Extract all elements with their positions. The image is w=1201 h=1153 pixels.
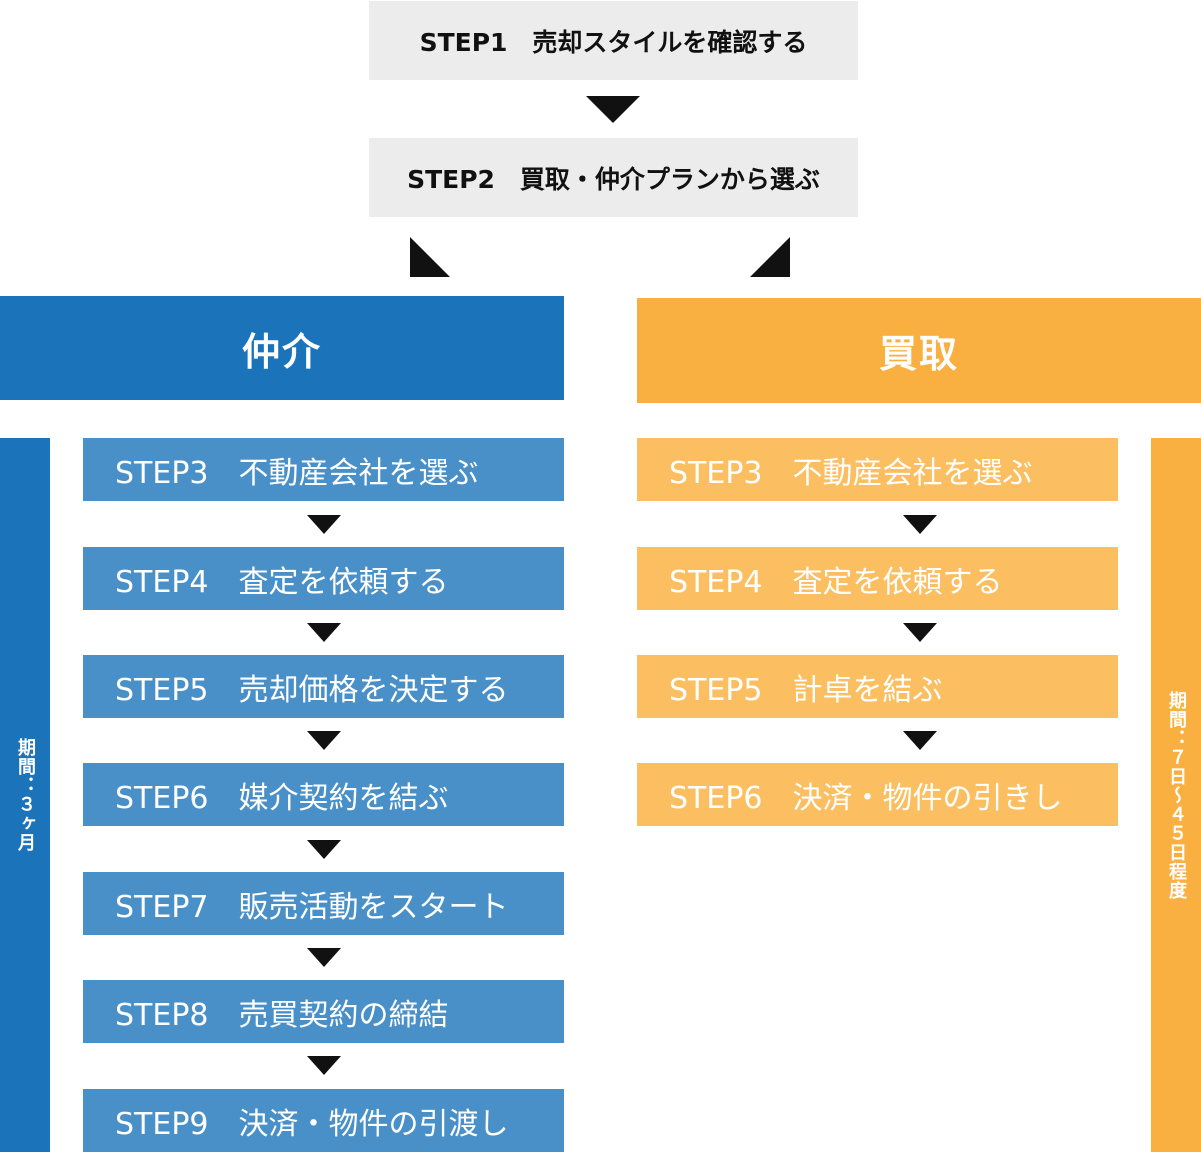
arrow-down-icon — [307, 731, 341, 750]
step1-box: STEP1 売却スタイルを確認する — [369, 1, 858, 80]
arrow-diagonal-right-icon — [750, 237, 790, 277]
arrow-diagonal-left-icon — [410, 237, 450, 277]
chukai-step-8: STEP8 売買契約の締結 — [83, 980, 564, 1043]
kaitori-period-label: 期間：７日〜４５日程度 — [1166, 690, 1187, 900]
chukai-step-3: STEP3 不動産会社を選ぶ — [83, 438, 564, 501]
chukai-step-9: STEP9 決済・物件の引渡し — [83, 1089, 564, 1152]
kaitori-step-6: STEP6 決済・物件の引きし — [637, 763, 1118, 826]
arrow-down-icon — [903, 515, 937, 534]
chukai-step-4: STEP4 査定を依頼する — [83, 547, 564, 610]
chukai-period-bar: 期間：３ヶ月 — [0, 438, 50, 1152]
chukai-step-7: STEP7 販売活動をスタート — [83, 872, 564, 935]
arrow-down-icon — [307, 840, 341, 859]
kaitori-header: 買取 — [637, 298, 1201, 403]
kaitori-step-4: STEP4 査定を依頼する — [637, 547, 1118, 610]
chukai-period-label: 期間：３ヶ月 — [15, 738, 36, 852]
arrow-down-icon — [903, 731, 937, 750]
chukai-step-6: STEP6 媒介契約を結ぶ — [83, 763, 564, 826]
chukai-step-5: STEP5 売却価格を決定する — [83, 655, 564, 718]
kaitori-period-bar: 期間：７日〜４５日程度 — [1151, 438, 1201, 1152]
arrow-down-icon — [586, 96, 640, 123]
arrow-down-icon — [307, 515, 341, 534]
kaitori-step-5: STEP5 計卓を結ぶ — [637, 655, 1118, 718]
arrow-down-icon — [307, 948, 341, 967]
step2-box: STEP2 買取・仲介プランから選ぶ — [369, 138, 858, 217]
arrow-down-icon — [307, 1056, 341, 1075]
chukai-header: 仲介 — [0, 296, 564, 400]
arrow-down-icon — [903, 623, 937, 642]
kaitori-step-3: STEP3 不動産会社を選ぶ — [637, 438, 1118, 501]
arrow-down-icon — [307, 623, 341, 642]
